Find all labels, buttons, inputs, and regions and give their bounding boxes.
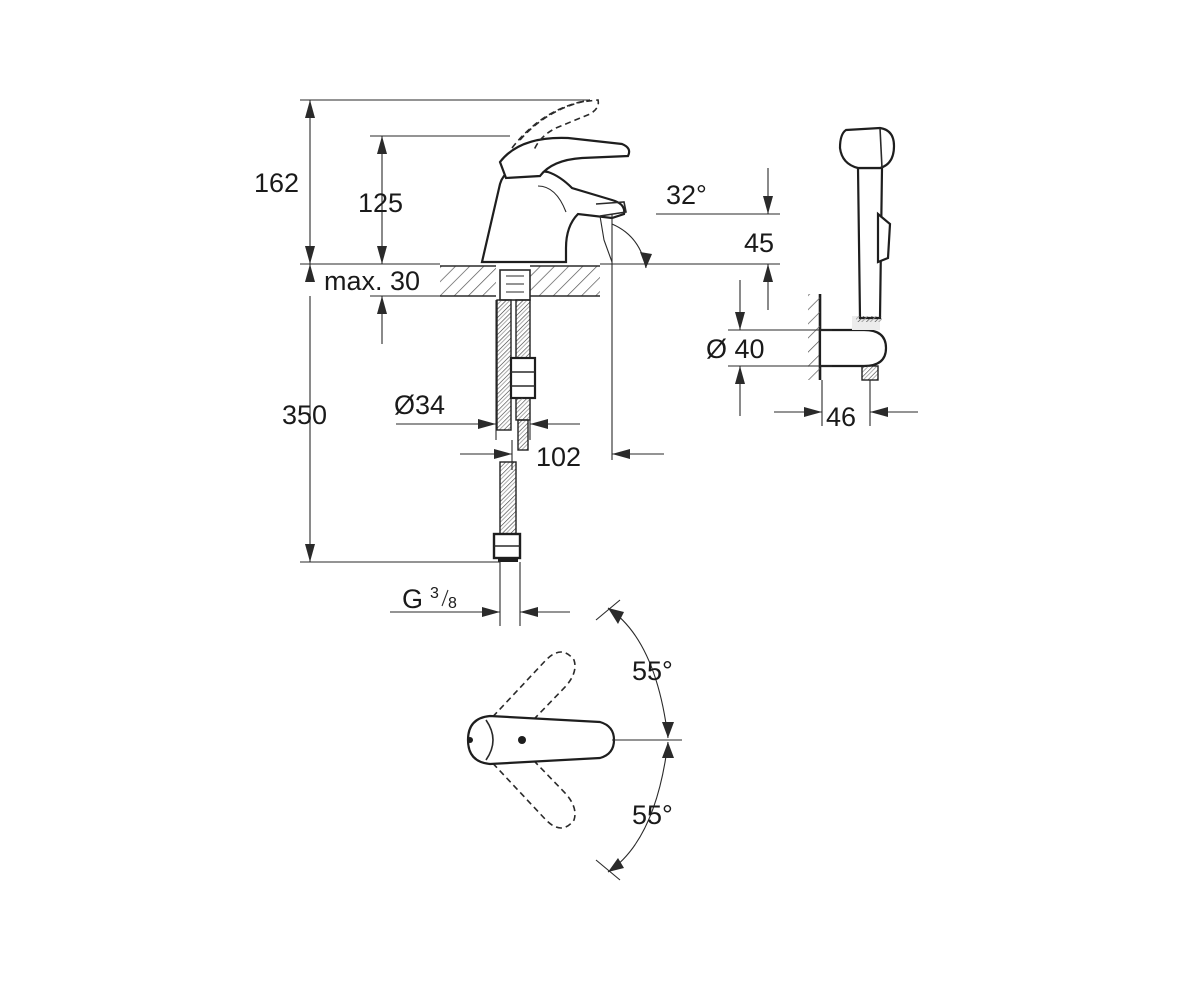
dimension-labels: 162 125 32° 45 max. 30 350 Ø34 102 G 3 8…	[254, 168, 856, 830]
label-45: 45	[744, 228, 774, 258]
supply-hose-left	[496, 299, 512, 431]
supply-hose-lower	[499, 461, 517, 535]
label-connection-denominator: 8	[448, 595, 457, 612]
faucet-side-view	[440, 99, 631, 562]
shower-head	[838, 126, 896, 170]
supply-hose-right	[515, 299, 531, 359]
label-350: 350	[282, 400, 327, 430]
label-connection-g: G	[402, 584, 423, 614]
label-angle-right: 55°	[632, 800, 673, 830]
label-connection-numerator: 3	[430, 585, 439, 602]
label-diameter-34: Ø34	[394, 390, 445, 420]
label-102: 102	[536, 442, 581, 472]
hand-shower	[728, 126, 918, 426]
faucet-lever	[498, 136, 631, 180]
label-32-degrees: 32°	[666, 180, 707, 210]
label-162: 162	[254, 168, 299, 198]
label-max-30: max. 30	[324, 266, 420, 296]
lever-swing-right	[485, 735, 576, 829]
lever-center	[466, 714, 616, 766]
faucet-top-view	[466, 599, 682, 881]
label-angle-left: 55°	[632, 656, 673, 686]
hose-connector	[509, 356, 537, 400]
wall-holder	[818, 328, 888, 368]
dimension-lines	[300, 99, 780, 626]
label-125: 125	[358, 188, 403, 218]
faucet-lever-raised	[511, 99, 600, 151]
lever-swing-left	[485, 651, 576, 745]
shower-trigger	[876, 211, 892, 264]
label-46: 46	[826, 402, 856, 432]
mounting-shank	[499, 269, 531, 301]
label-diameter-40: Ø 40	[706, 334, 765, 364]
